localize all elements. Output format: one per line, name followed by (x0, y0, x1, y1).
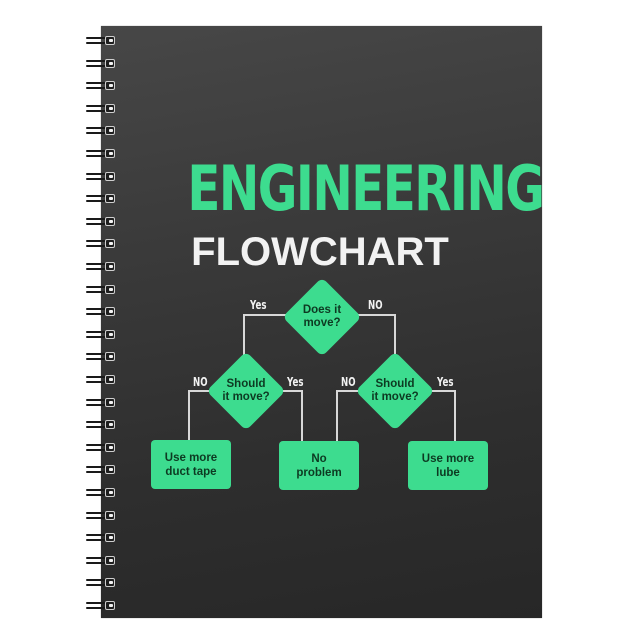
label-root-yes: Yes (250, 298, 267, 312)
label-left-no: NO (193, 375, 208, 389)
outcome-duct-tape-line2: duct tape (165, 465, 217, 478)
outcome-duct-tape-line1: Use more (164, 451, 218, 464)
spiral-ring (86, 239, 120, 249)
spiral-ring (86, 420, 120, 430)
spiral-ring (86, 578, 120, 588)
spiral-ring (86, 442, 120, 452)
outcome-lube-line2: lube (436, 466, 460, 479)
spiral-ring (86, 284, 120, 294)
spiral-ring (86, 126, 120, 136)
decision-left-line2: it move? (222, 391, 270, 403)
outcome-no-problem: No problem (279, 441, 359, 490)
decision-right-line1: Should (375, 378, 415, 390)
spiral-binding (86, 0, 120, 644)
connector-root-no (394, 314, 396, 360)
connector-left-no (188, 390, 190, 441)
connector-right-yes (454, 390, 456, 441)
spiral-ring (86, 488, 120, 497)
spiral-ring (86, 533, 120, 543)
decision-right-text: Should it move? (355, 378, 435, 404)
decision-root-line1: Does it (302, 304, 342, 316)
connector-root-yes (243, 314, 245, 360)
decision-left-line1: Should (226, 378, 266, 390)
outcome-lube: Use more lube (408, 441, 488, 490)
decision-right-line2: it move? (371, 391, 419, 403)
connector-left-yes (301, 390, 303, 441)
title-flowchart: FLOWCHART (191, 230, 449, 274)
spiral-ring (86, 329, 120, 339)
spiral-ring (86, 510, 120, 520)
label-root-no: NO (368, 298, 383, 312)
spiral-ring (86, 262, 120, 271)
spiral-ring (86, 375, 120, 384)
outcome-duct-tape: Use more duct tape (151, 440, 231, 489)
outcome-no-problem-line2: problem (296, 466, 342, 479)
decision-root-text: Does it move? (282, 304, 362, 330)
decision-left-text: Should it move? (206, 378, 286, 404)
spiral-ring (86, 216, 120, 226)
decision-root-line2: move? (303, 317, 341, 329)
spiral-ring (86, 81, 120, 91)
connector-right-no (336, 390, 338, 441)
title-engineering: ENGINEERING (187, 152, 545, 225)
spiral-ring (86, 194, 120, 204)
outcome-lube-line1: Use more (421, 452, 475, 465)
spiral-ring (86, 149, 120, 158)
spiral-ring (86, 171, 120, 181)
spiral-ring (86, 555, 120, 565)
label-right-yes: Yes (437, 375, 454, 389)
label-right-no: NO (341, 375, 356, 389)
spiral-ring (86, 103, 120, 113)
spiral-ring (86, 465, 120, 475)
spiral-ring (86, 352, 120, 362)
spiral-ring (86, 36, 120, 45)
label-left-yes: Yes (287, 375, 304, 389)
spiral-ring (86, 601, 120, 610)
outcome-no-problem-line1: No (311, 452, 327, 465)
spiral-ring (86, 307, 120, 317)
spiral-ring (86, 58, 120, 68)
spiral-ring (86, 397, 120, 407)
